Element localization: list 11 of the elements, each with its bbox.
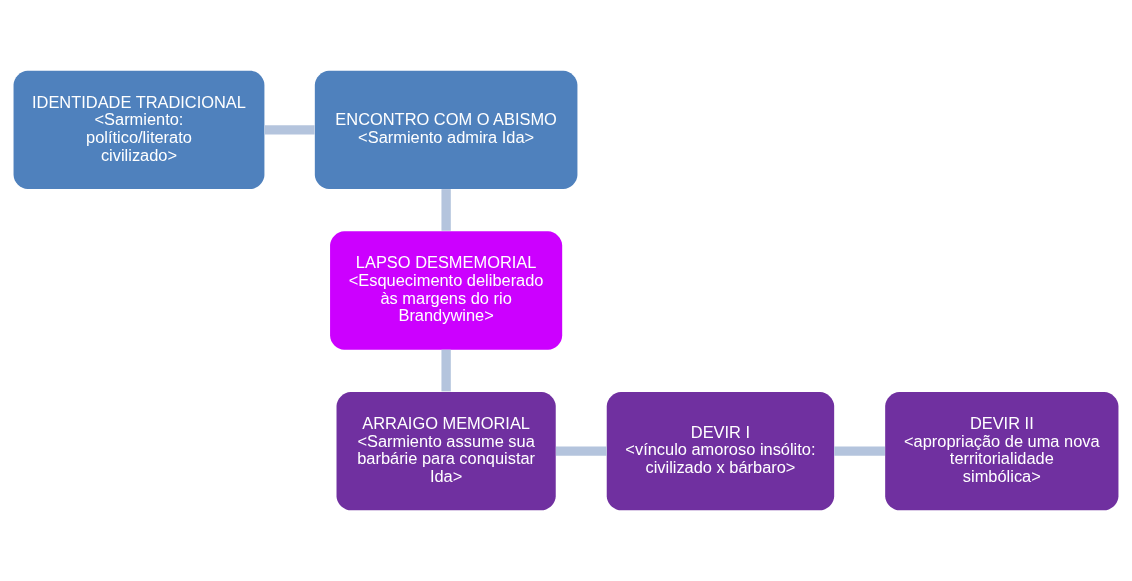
node-box: ENCONTRO COM O ABISMO <Sarmiento admira Ida> xyxy=(314,70,578,190)
node-box: IDENTIDADE TRADICIONAL <Sarmiento: político/literato civilizado> xyxy=(13,70,265,190)
node-box: ARRAIGO MEMORIAL <Sarmiento assume sua barbárie para conquistar Ida> xyxy=(336,391,556,511)
node-box: DEVIR II <apropriação de uma nova territorialidade simbólica> xyxy=(885,391,1119,511)
connector xyxy=(441,349,451,392)
connector xyxy=(555,446,607,456)
node-box: LAPSO DESMEMORIAL <Esquecimento deliberado às margens do rio Brandywine> xyxy=(330,231,563,350)
node-box: DEVIR I <vínculo amoroso insólito: civilizado x bárbaro> xyxy=(606,391,835,511)
connector xyxy=(441,189,451,231)
connector xyxy=(264,125,315,135)
connector xyxy=(834,446,885,456)
